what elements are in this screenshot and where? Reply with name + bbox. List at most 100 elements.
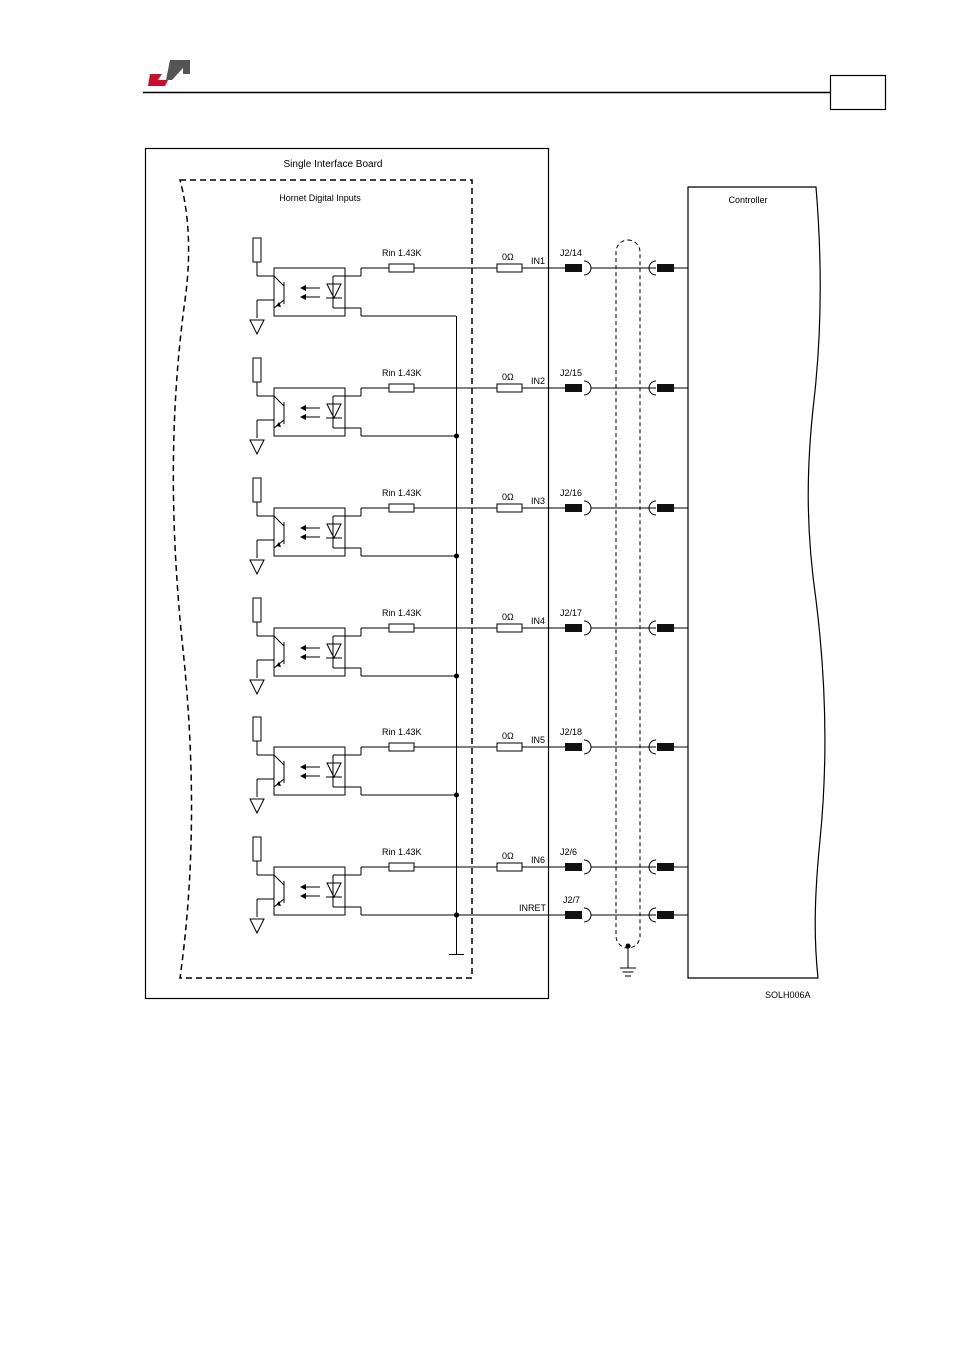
zero-ohm-label: 0Ω	[502, 492, 514, 502]
led-diode	[327, 644, 341, 658]
channel-3: Rin 1.43K 0Ω IN3 J2/16	[250, 478, 688, 574]
phototransistor-collector	[274, 636, 284, 646]
controller-connector-pin	[657, 624, 674, 632]
light-arrow-head	[300, 534, 306, 540]
signal-name-label: IN3	[531, 496, 545, 506]
light-arrow-head	[300, 893, 306, 899]
optocoupler	[274, 867, 345, 915]
board-connector-shell	[584, 261, 591, 275]
shield-ground-symbol	[620, 944, 636, 977]
board-title: Single Interface Board	[284, 159, 383, 170]
figure-id: SOLH006A	[765, 990, 811, 1000]
light-arrow-head	[300, 405, 306, 411]
board-connector-shell	[584, 860, 591, 874]
rin-resistor	[389, 743, 414, 751]
pullup-resistor	[253, 358, 261, 382]
phototransistor-collector	[274, 755, 284, 765]
optocoupler	[274, 747, 345, 795]
zero-ohm-resistor	[497, 624, 522, 632]
board-connector-shell	[584, 381, 591, 395]
zero-ohm-label: 0Ω	[502, 252, 514, 262]
return-pin-label: J2/7	[563, 895, 580, 905]
pullup-resistor	[253, 478, 261, 502]
rin-label: Rin 1.43K	[382, 368, 422, 378]
optocoupler	[274, 268, 345, 316]
led-diode	[327, 763, 341, 777]
digital-inputs-dashed-boundary	[173, 180, 472, 978]
bus-junction-dot	[454, 554, 459, 559]
pullup-resistor	[253, 837, 261, 861]
board-connector-shell	[584, 501, 591, 515]
controller-connector-pin	[657, 264, 674, 272]
board-connector-pin	[565, 264, 582, 272]
return-signal-label: INRET	[519, 903, 547, 913]
rin-resistor	[389, 863, 414, 871]
return-line: INRET J2/7	[454, 895, 688, 922]
controller-connector-pin	[657, 384, 674, 392]
board-connector-shell	[584, 740, 591, 754]
rin-resistor	[389, 504, 414, 512]
pullup-resistor	[253, 717, 261, 741]
zero-ohm-label: 0Ω	[502, 612, 514, 622]
zero-ohm-resistor	[497, 264, 522, 272]
pin-label: J2/16	[560, 488, 582, 498]
controller-connector-pin	[657, 863, 674, 871]
optocoupler	[274, 388, 345, 436]
led-diode	[327, 883, 341, 897]
signal-name-label: IN6	[531, 855, 545, 865]
pin-label: J2/17	[560, 608, 582, 618]
board-connector-shell	[584, 621, 591, 635]
inputs-title: Hornet Digital Inputs	[279, 193, 361, 203]
controller-frame	[688, 187, 825, 978]
rin-label: Rin 1.43K	[382, 248, 422, 258]
board-connector-shell	[584, 908, 591, 922]
zero-ohm-label: 0Ω	[502, 851, 514, 861]
phototransistor-collector	[274, 516, 284, 526]
controller-connector-pin	[657, 743, 674, 751]
signal-name-label: IN4	[531, 616, 545, 626]
zero-ohm-label: 0Ω	[502, 731, 514, 741]
zero-ohm-resistor	[497, 743, 522, 751]
light-arrow-head	[300, 645, 306, 651]
optocoupler	[274, 628, 345, 676]
rin-label: Rin 1.43K	[382, 727, 422, 737]
board-connector-pin	[565, 863, 582, 871]
board-connector-pin	[565, 743, 582, 751]
pullup-resistor	[253, 238, 261, 262]
rin-label: Rin 1.43K	[382, 488, 422, 498]
ground-triangle	[250, 440, 264, 454]
rin-resistor	[389, 264, 414, 272]
cable-shield	[616, 240, 640, 948]
bus-junction-dot	[454, 674, 459, 679]
board-connector-pin	[565, 624, 582, 632]
controller-connector-pin	[657, 504, 674, 512]
board-connector-pin	[565, 504, 582, 512]
channel-1: Rin 1.43K 0Ω IN1 J2/14	[250, 238, 688, 334]
pin-label: J2/6	[560, 847, 577, 857]
light-arrow-head	[300, 414, 306, 420]
led-diode	[327, 524, 341, 538]
zero-ohm-resistor	[497, 863, 522, 871]
phototransistor-collector	[274, 276, 284, 286]
led-diode	[327, 284, 341, 298]
controller-connector-pin	[657, 911, 674, 919]
rin-resistor	[389, 624, 414, 632]
light-arrow-head	[300, 773, 306, 779]
zero-ohm-resistor	[497, 504, 522, 512]
phototransistor-collector	[274, 396, 284, 406]
bus-junction-dot	[454, 793, 459, 798]
light-arrow-head	[300, 525, 306, 531]
ground-triangle	[250, 919, 264, 933]
light-arrow-head	[300, 764, 306, 770]
light-arrow-head	[300, 654, 306, 660]
signal-name-label: IN1	[531, 256, 545, 266]
signal-name-label: IN2	[531, 376, 545, 386]
rin-resistor	[389, 384, 414, 392]
input-channels: Rin 1.43K0ΩIN1J2/14Rin 1.43K0ΩIN2J2/15Ri…	[250, 238, 688, 933]
pin-label: J2/14	[560, 248, 582, 258]
ground-triangle	[250, 320, 264, 334]
ground-triangle	[250, 560, 264, 574]
